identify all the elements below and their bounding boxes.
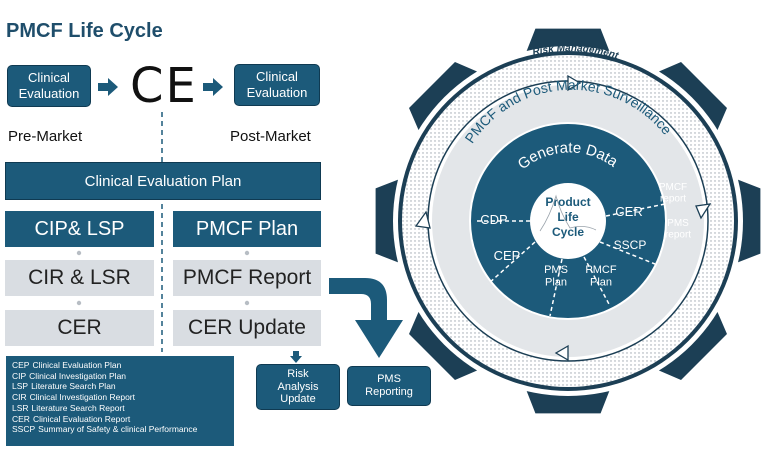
cip-lsp-box: CIP& LSP xyxy=(5,211,154,247)
arrow-down-icon xyxy=(290,351,302,363)
premarket-clinical-evaluation-box: Clinical Evaluation xyxy=(7,65,91,107)
postmarket-clinical-evaluation-box: Clinical Evaluation xyxy=(234,64,320,106)
post-market-label: Post-Market xyxy=(230,128,311,145)
curved-arrow-icon xyxy=(329,278,403,358)
center-label-line: Life xyxy=(557,210,579,224)
segment-sscp: SSCP xyxy=(614,238,647,252)
connector-dots xyxy=(76,250,250,306)
pmcf-plan-box: PMCF Plan xyxy=(173,211,321,247)
cer-update-box: CER Update xyxy=(173,310,321,346)
segment-cdp: CDP xyxy=(480,212,507,227)
market-divider-line xyxy=(161,112,163,352)
risk-analysis-update-box: Risk Analysis Update xyxy=(256,364,340,410)
ring-arrow-icon xyxy=(695,203,712,220)
arrow-right-icon xyxy=(203,78,223,96)
product-life-cycle-center xyxy=(530,183,606,259)
ring-arrow-icon xyxy=(414,210,431,229)
segment-cep: CEP xyxy=(494,248,521,263)
ce-mark-logo: CE xyxy=(130,58,198,114)
life-cycle-curve xyxy=(539,194,597,232)
segment-cer: CER xyxy=(615,204,642,219)
ring-arrow-icon xyxy=(567,74,582,92)
pmcf-report-box: PMCF Report xyxy=(173,260,321,296)
cir-lsr-box: CIR & LSR xyxy=(5,260,154,296)
arrow-right-icon xyxy=(98,78,118,96)
pms-reporting-box: PMS Reporting xyxy=(347,366,431,406)
center-label-line: Cycle xyxy=(552,225,584,239)
segment-dividers xyxy=(474,203,666,317)
clinical-evaluation-plan-bar: Clinical Evaluation Plan xyxy=(5,162,321,200)
cer-box: CER xyxy=(5,310,154,346)
ring-arrow-icon xyxy=(554,344,569,362)
pre-market-label: Pre-Market xyxy=(8,128,83,145)
lifecycle-circle-diagram: Risk Management PMCF and Post Market Sur… xyxy=(375,28,761,414)
page-title: PMCF Life Cycle xyxy=(6,20,163,42)
